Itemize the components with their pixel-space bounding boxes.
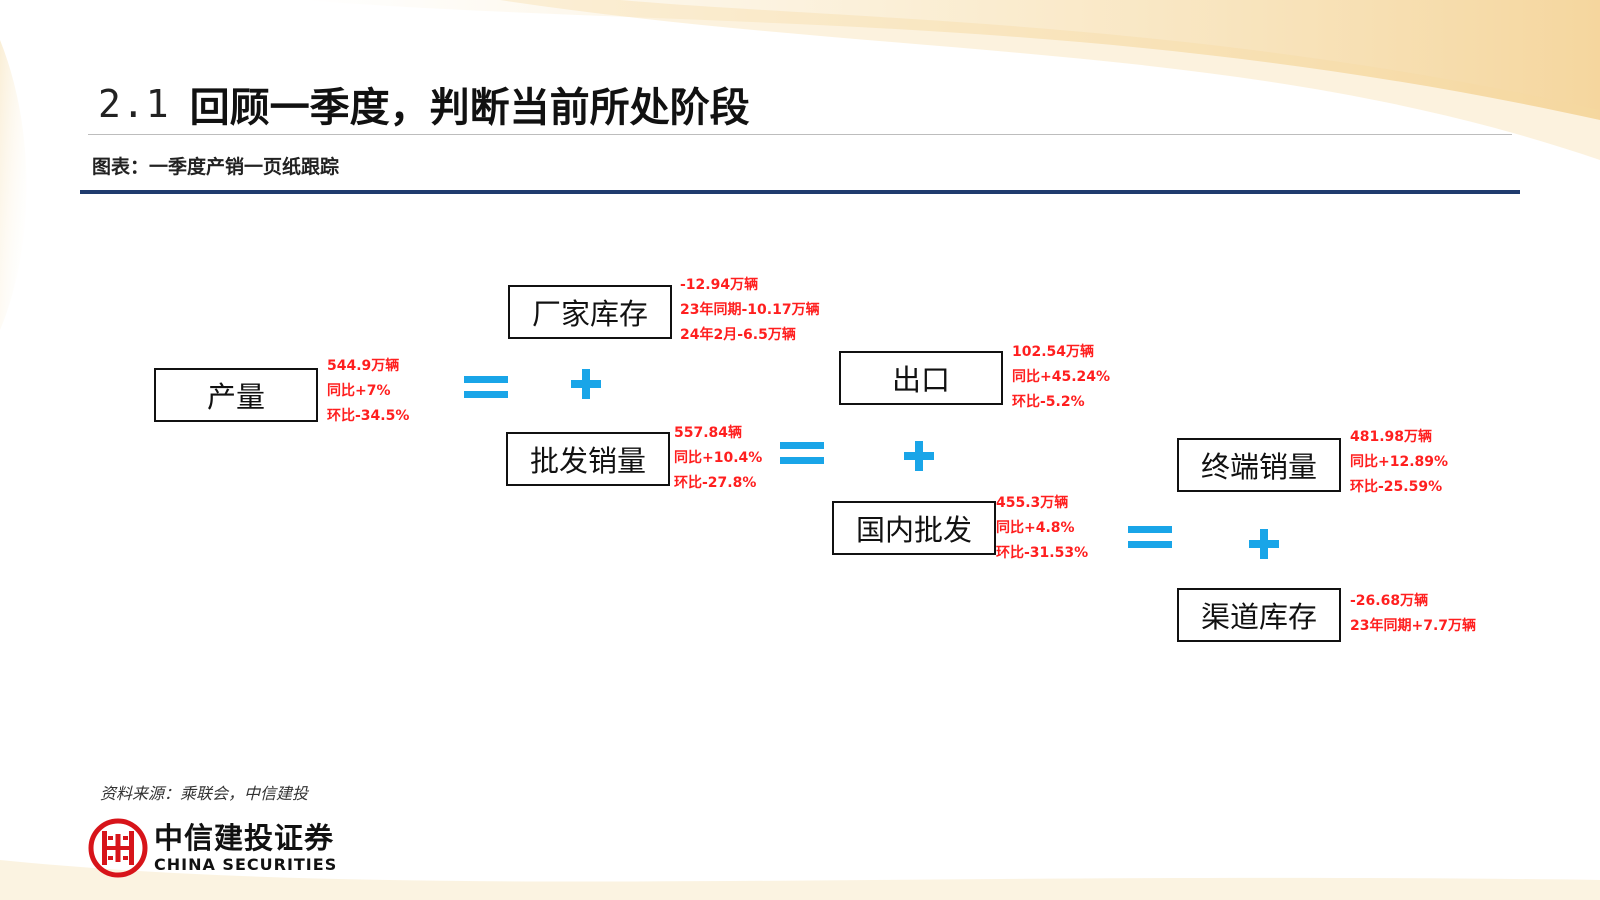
channel-inventory-last-year: 23年同期+7.7万辆 xyxy=(1350,618,1477,634)
plus-sign-2 xyxy=(904,441,934,471)
section-number: 2.1 xyxy=(98,82,170,126)
domestic-wholesale-mom: 环比-31.53% xyxy=(996,545,1089,561)
export-volume: 102.54万辆 xyxy=(1012,344,1095,360)
domestic-wholesale-box: 国内批发 xyxy=(832,501,996,555)
source-note: 资料来源：乘联会，中信建投 xyxy=(100,784,309,803)
plus-sign-1 xyxy=(571,369,601,399)
subtitle-divider xyxy=(80,190,1520,194)
title-divider xyxy=(88,134,1512,135)
retail-volume: 481.98万辆 xyxy=(1350,429,1433,445)
equals-sign-3 xyxy=(1128,526,1172,548)
wholesale-mom: 环比-27.8% xyxy=(674,475,757,491)
wholesale-yoy: 同比+10.4% xyxy=(674,450,763,466)
factory-inventory-notes: -12.94万辆 23年同期-10.17万辆 24年2月-6.5万辆 xyxy=(680,273,820,348)
export-yoy: 同比+45.24% xyxy=(1012,369,1111,385)
equals-sign-1 xyxy=(464,376,508,398)
production-volume: 544.9万辆 xyxy=(327,358,400,374)
slide-title: 2.1 回顾一季度，判断当前所处阶段 xyxy=(98,76,750,132)
factory-inventory-change: -12.94万辆 xyxy=(680,277,759,293)
wholesale-notes: 557.84辆 同比+10.4% 环比-27.8% xyxy=(674,421,762,496)
production-notes: 544.9万辆 同比+7% 环比-34.5% xyxy=(327,354,409,429)
plus-sign-3 xyxy=(1249,529,1279,559)
china-securities-emblem-icon xyxy=(88,818,148,878)
company-logo: 中信建投证券 CHINA SECURITIES xyxy=(88,818,337,878)
channel-inventory-box: 渠道库存 xyxy=(1177,588,1341,642)
domestic-wholesale-notes: 455.3万辆 同比+4.8% 环比-31.53% xyxy=(996,491,1088,566)
domestic-wholesale-volume: 455.3万辆 xyxy=(996,495,1069,511)
factory-inventory-box: 厂家库存 xyxy=(508,285,672,339)
logo-chinese-name: 中信建投证券 xyxy=(154,821,335,855)
export-box: 出口 xyxy=(839,351,1003,405)
channel-inventory-notes: -26.68万辆 23年同期+7.7万辆 xyxy=(1350,589,1476,639)
equals-sign-2 xyxy=(780,442,824,464)
production-yoy: 同比+7% xyxy=(327,383,391,399)
wholesale-box: 批发销量 xyxy=(506,432,670,486)
factory-inventory-last-year: 23年同期-10.17万辆 xyxy=(680,302,820,318)
domestic-wholesale-yoy: 同比+4.8% xyxy=(996,520,1075,536)
retail-notes: 481.98万辆 同比+12.89% 环比-25.59% xyxy=(1350,425,1448,500)
production-mom: 环比-34.5% xyxy=(327,408,410,424)
wholesale-volume: 557.84辆 xyxy=(674,425,743,441)
export-mom: 环比-5.2% xyxy=(1012,394,1085,410)
channel-inventory-change: -26.68万辆 xyxy=(1350,593,1429,609)
retail-mom: 环比-25.59% xyxy=(1350,479,1443,495)
retail-yoy: 同比+12.89% xyxy=(1350,454,1449,470)
retail-box: 终端销量 xyxy=(1177,438,1341,492)
export-notes: 102.54万辆 同比+45.24% 环比-5.2% xyxy=(1012,340,1110,415)
page-title: 回顾一季度，判断当前所处阶段 xyxy=(189,85,750,131)
logo-english-name: CHINA SECURITIES xyxy=(154,855,338,874)
production-box: 产量 xyxy=(154,368,318,422)
chart-subtitle: 图表：一季度产销一页纸跟踪 xyxy=(92,156,340,178)
factory-inventory-feb: 24年2月-6.5万辆 xyxy=(680,327,796,343)
logo-wordmark: 中信建投证券 CHINA SECURITIES xyxy=(154,821,337,875)
